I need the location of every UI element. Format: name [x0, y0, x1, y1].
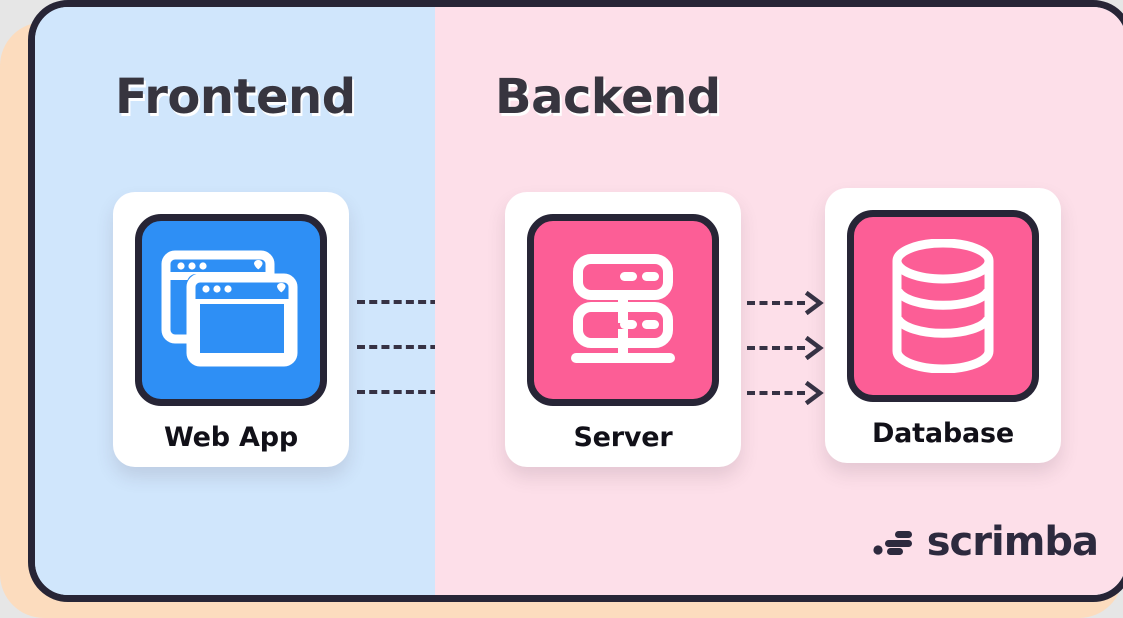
node-server[interactable]: Server [505, 192, 741, 467]
architecture-diagram-card: Frontend [28, 0, 1123, 602]
arrow-3 [747, 381, 826, 405]
arrow-1 [747, 291, 826, 315]
panel-backend: Backend [435, 7, 1123, 595]
arrow-head-icon [804, 336, 824, 360]
arrow-head-icon [804, 381, 824, 405]
browser-windows-icon [161, 250, 298, 367]
node-webapp[interactable]: Web App [113, 192, 349, 467]
arrow-line [747, 346, 805, 350]
arrow-line [357, 390, 475, 394]
scrimba-wordmark: scrimba [926, 519, 1099, 565]
scrimba-brand: scrimba [873, 519, 1099, 565]
panel-title-backend: Backend [495, 69, 721, 125]
arrow-line [357, 345, 475, 349]
arrow-line [357, 300, 475, 304]
webapp-icon-tile [135, 214, 327, 406]
node-database[interactable]: Database [825, 188, 1061, 463]
arrow-2 [747, 336, 826, 360]
server-rack-icon [571, 254, 675, 363]
database-cylinder-icon [892, 239, 994, 373]
panel-title-frontend: Frontend [115, 69, 356, 125]
scrimba-mark-icon [873, 531, 912, 555]
node-label-database: Database [871, 418, 1015, 449]
arrow-head-icon [804, 291, 824, 315]
node-label-webapp: Web App [163, 422, 298, 453]
connection-server-to-database [747, 291, 826, 405]
arrow-line [747, 301, 805, 305]
panel-frontend: Frontend [35, 7, 494, 595]
server-icon-tile [527, 214, 719, 406]
database-icon-tile [847, 210, 1039, 402]
arrow-line [747, 391, 805, 395]
node-label-server: Server [573, 422, 673, 453]
